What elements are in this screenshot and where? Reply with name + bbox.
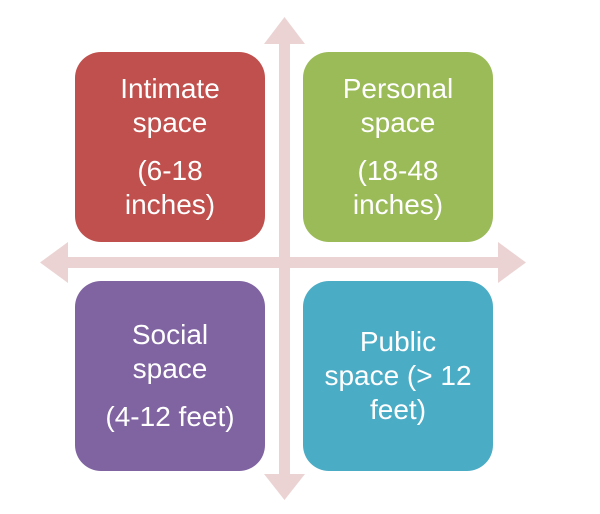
intimate-space-label-line-1: Intimate — [120, 73, 220, 104]
social-space-range-line-1: (4-12 feet) — [105, 401, 235, 432]
social-space-label-line-2: space — [132, 353, 208, 384]
personal-space-label-line-1: Personal — [342, 73, 454, 104]
public-space-label-line-1: Public — [359, 326, 437, 357]
personal-space-range-line-1: (18-48 — [357, 155, 439, 186]
personal-space-box: Personal space (18-48 inches) — [303, 52, 493, 242]
intimate-space-range-line-2: inches) — [124, 189, 216, 220]
public-space-label-line-2: space (> 12 — [324, 360, 472, 391]
public-space-box: Public space (> 12 feet) — [303, 281, 493, 471]
public-space-label-line-3: feet) — [369, 394, 427, 425]
social-space-label-line-1: Social — [131, 319, 209, 350]
intimate-space-box: Intimate space (6-18 inches) — [75, 52, 265, 242]
personal-space-range-line-2: inches) — [352, 189, 444, 220]
personal-space-label-line-2: space — [360, 107, 436, 138]
horizontal-axis-arrow — [40, 242, 526, 283]
intimate-space-range-line-1: (6-18 — [137, 155, 203, 186]
intimate-space-label-line-2: space — [132, 107, 208, 138]
social-space-box: Social space (4-12 feet) — [75, 281, 265, 471]
